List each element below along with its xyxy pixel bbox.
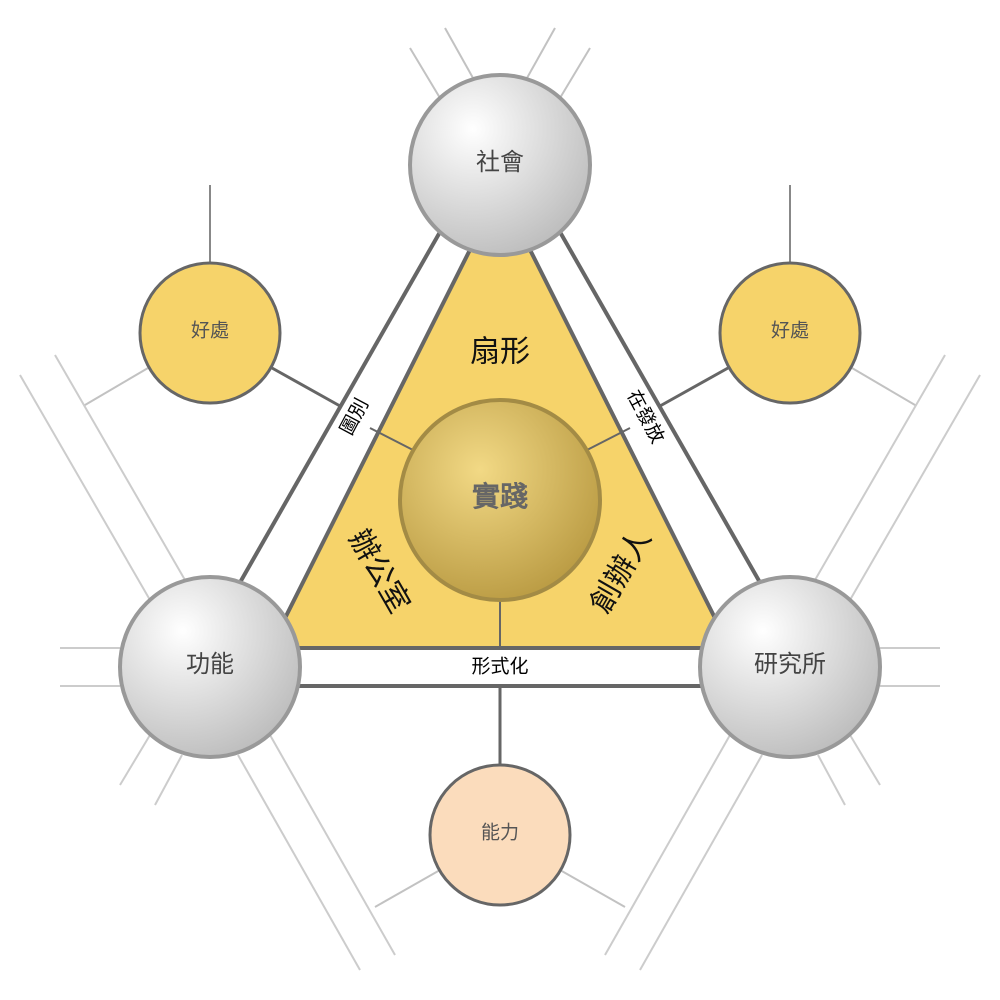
benefit-node-left-label: 好處 [191,320,229,342]
edge-label-bottom: 形式化 [471,656,528,678]
node-left-label: 功能 [186,650,234,678]
node-top[interactable]: 社會 [408,73,592,257]
benefit-node-right-label: 好處 [771,320,809,342]
node-top-label: 社會 [476,148,524,176]
node-right-label: 研究所 [754,650,826,678]
node-right[interactable]: 研究所 [698,575,882,759]
center-node[interactable]: 實踐 [398,398,602,602]
node-left[interactable]: 功能 [118,575,302,759]
spokes [369,427,631,648]
sector-label-top: 扇形 [470,335,530,370]
center-node-label: 實踐 [472,480,528,513]
benefit-node-right[interactable]: 好處 [718,261,862,405]
benefit-node-left[interactable]: 好處 [138,261,282,405]
ability-node-label: 能力 [481,822,519,844]
ability-node[interactable]: 能力 [428,763,572,907]
connectors [209,185,791,765]
background-lines [19,27,981,971]
